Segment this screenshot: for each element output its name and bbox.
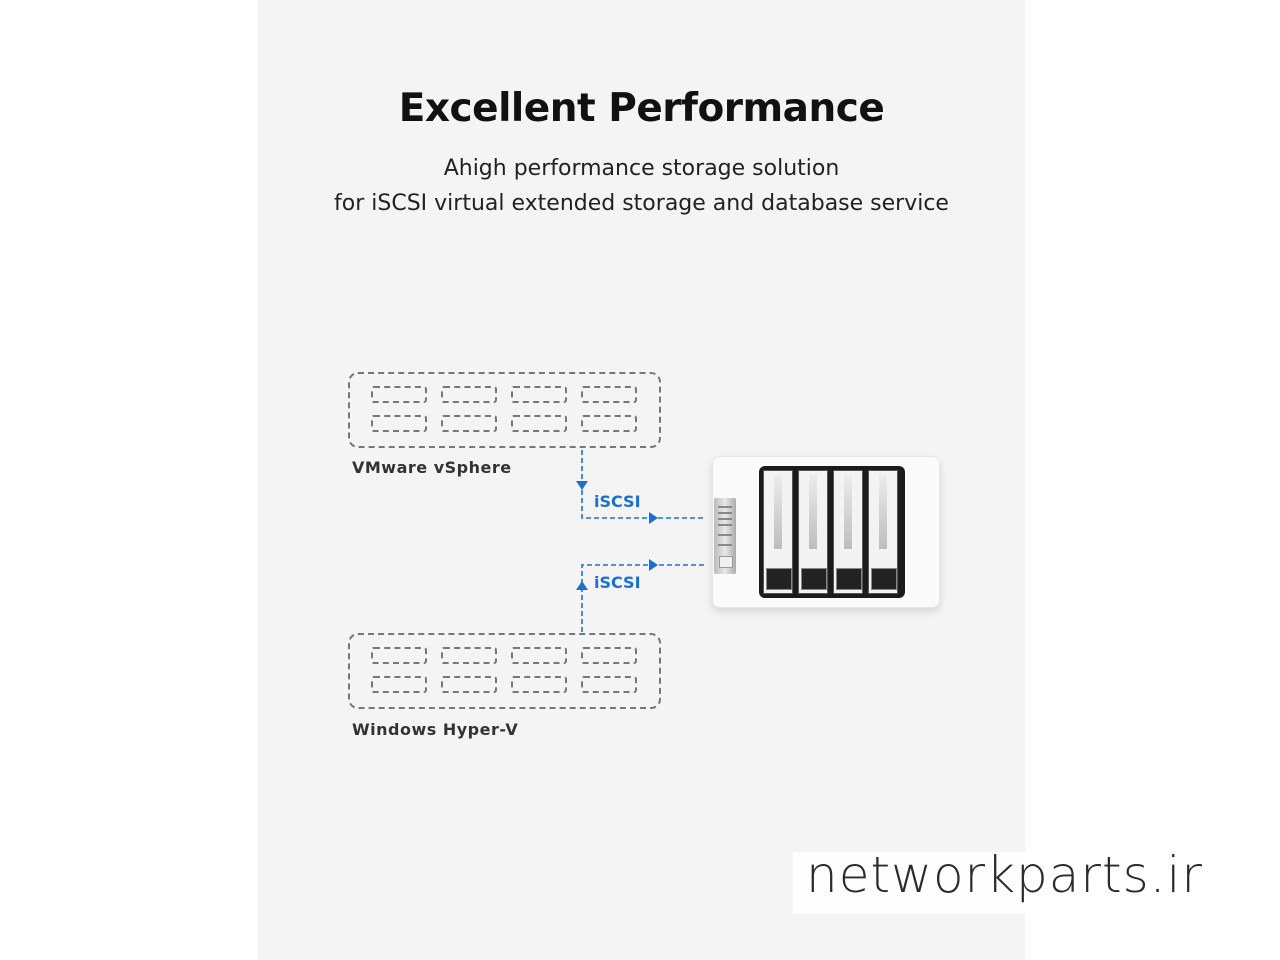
connection-label-iscsi: iSCSI: [594, 573, 641, 592]
host-label-hyperv: Windows Hyper-V: [352, 720, 519, 739]
vm-slot: [581, 647, 637, 664]
bay-handle: [844, 475, 852, 549]
vm-slot: [441, 386, 497, 403]
drive-bay: [798, 470, 828, 594]
watermark: networkparts.ir: [806, 846, 1203, 904]
arrow-right-icon: [649, 512, 658, 524]
bay-latch: [766, 568, 792, 590]
bay-latch: [836, 568, 862, 590]
led-indicator: [718, 512, 732, 514]
watermark-background: [793, 852, 1227, 914]
arrow-right-icon: [649, 559, 658, 571]
bay-latch: [801, 568, 827, 590]
connection-label-iscsi: iSCSI: [594, 492, 641, 511]
host-label-vmware: VMware vSphere: [352, 458, 512, 477]
page-title: Excellent Performance: [398, 86, 885, 131]
led-indicator: [718, 534, 732, 536]
bay-latch: [871, 568, 897, 590]
link-vmware: [581, 450, 705, 519]
vm-slot: [441, 676, 497, 693]
nas-front-panel: [714, 498, 736, 574]
drive-bay: [833, 470, 863, 594]
subtitle-line-2: for iSCSI virtual extended storage and d…: [334, 191, 949, 216]
vm-slot: [511, 647, 567, 664]
led-indicator: [718, 544, 732, 546]
arrow-down-icon: [576, 481, 588, 490]
vm-slot: [371, 647, 427, 664]
power-button-icon: [719, 556, 733, 568]
bay-handle: [774, 475, 782, 549]
bay-handle: [809, 475, 817, 549]
vm-slot: [371, 415, 427, 432]
vm-slot: [371, 386, 427, 403]
subtitle-line-1: Ahigh performance storage solution: [443, 156, 840, 181]
link-hyperv: [581, 564, 705, 632]
drive-bay: [763, 470, 793, 594]
vm-slot: [581, 415, 637, 432]
vm-slot: [581, 676, 637, 693]
host-group-hyperv: [348, 633, 661, 709]
led-indicator: [718, 518, 732, 520]
drive-bays: [759, 466, 905, 598]
vm-slot: [511, 676, 567, 693]
led-indicator: [718, 524, 732, 526]
bay-handle: [879, 475, 887, 549]
vm-slot: [371, 676, 427, 693]
arrow-up-icon: [576, 581, 588, 590]
vm-slot: [581, 386, 637, 403]
led-indicator: [718, 506, 732, 508]
vm-slot: [441, 647, 497, 664]
vm-slot: [441, 415, 497, 432]
vm-slot: [511, 386, 567, 403]
host-group-vmware: [348, 372, 661, 448]
nas-device-icon: [712, 456, 940, 608]
drive-bay: [868, 470, 898, 594]
vm-slot: [511, 415, 567, 432]
